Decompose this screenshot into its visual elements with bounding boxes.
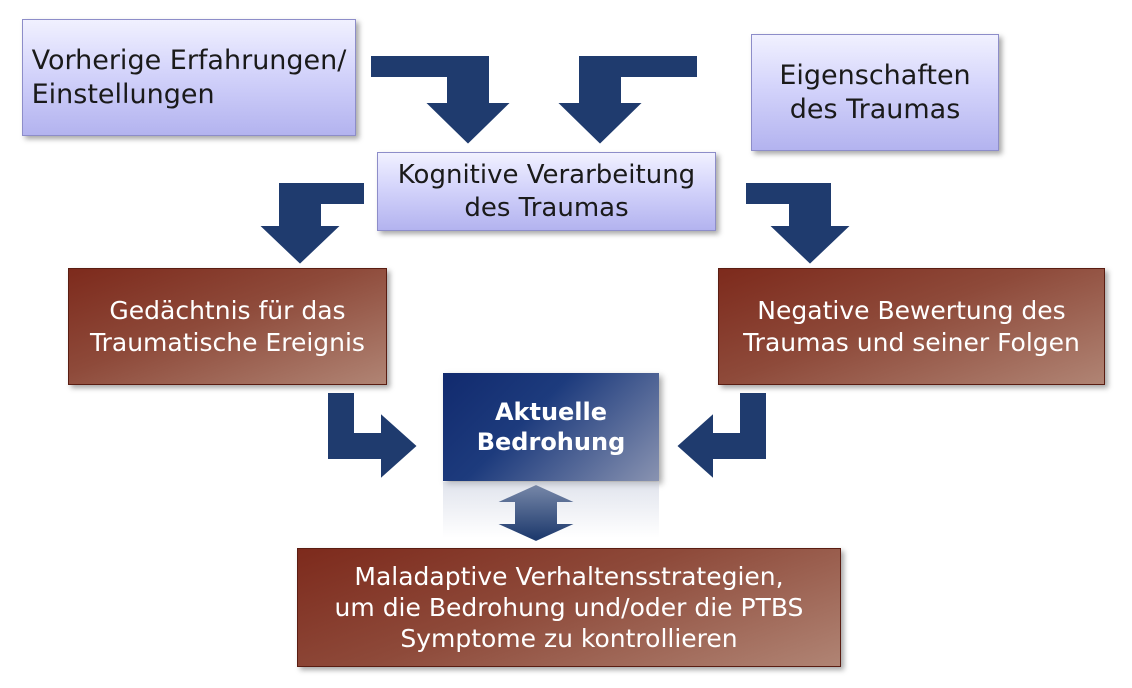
current-threat-reflection	[443, 482, 659, 538]
memory-label: Gedächtnis für das Traumatische Ereignis	[90, 295, 365, 358]
current-threat-label: Aktuelle Bedrohung	[477, 397, 626, 457]
negative-appraisal-label: Negative Bewertung des Traumas und seine…	[743, 295, 1080, 358]
negative-appraisal-box: Negative Bewertung des Traumas und seine…	[718, 268, 1105, 385]
maladaptive-line3: Symptome zu kontrollieren	[400, 624, 738, 654]
prior-experiences-label: Vorherige Erfahrungen/ Einstellungen	[32, 44, 347, 112]
arrow-prior-to-cognitive	[369, 54, 515, 147]
arrow-memory-to-threat	[326, 391, 420, 483]
maladaptive-strategies-label: Maladaptive Verhaltensstrategien, um die…	[335, 561, 804, 655]
arrow-cognitive-to-memory	[255, 181, 366, 267]
maladaptive-line2: um die Bedrohung und/oder die PTBS	[334, 592, 804, 622]
cognitive-processing-box: Kognitive Verarbeitung des Traumas	[377, 152, 716, 231]
arrow-negative-to-threat	[674, 391, 768, 483]
maladaptive-strategies-box: Maladaptive Verhaltensstrategien, um die…	[297, 548, 841, 667]
trauma-properties-line2: des Traumas	[789, 93, 961, 125]
cognitive-processing-label: Kognitive Verarbeitung des Traumas	[398, 159, 695, 224]
arrow-cognitive-to-negative	[744, 181, 855, 267]
current-threat-line2: Bedrohung	[476, 428, 626, 456]
current-threat-box: Aktuelle Bedrohung	[443, 373, 659, 481]
cognitive-processing-line1: Kognitive Verarbeitung	[397, 160, 696, 190]
prior-experiences-box: Vorherige Erfahrungen/ Einstellungen	[22, 19, 356, 136]
trauma-properties-line1: Eigenschaften	[779, 59, 971, 91]
trauma-properties-box: Eigenschaften des Traumas	[751, 34, 999, 151]
prior-experiences-line1: Vorherige Erfahrungen/	[31, 44, 347, 76]
negative-appraisal-line2: Traumas und seiner Folgen	[743, 327, 1080, 357]
prior-experiences-line2: Einstellungen	[31, 78, 215, 110]
trauma-properties-label: Eigenschaften des Traumas	[779, 59, 970, 127]
negative-appraisal-line1: Negative Bewertung des	[757, 296, 1066, 326]
current-threat-line1: Aktuelle	[494, 398, 608, 426]
maladaptive-line1: Maladaptive Verhaltensstrategien,	[354, 561, 784, 591]
cognitive-processing-line2: des Traumas	[464, 192, 629, 223]
memory-line2: Traumatische Ereignis	[90, 327, 365, 357]
memory-line1: Gedächtnis für das	[109, 296, 346, 326]
arrow-trauma-to-cognitive	[553, 54, 699, 147]
memory-box: Gedächtnis für das Traumatische Ereignis	[68, 268, 387, 385]
